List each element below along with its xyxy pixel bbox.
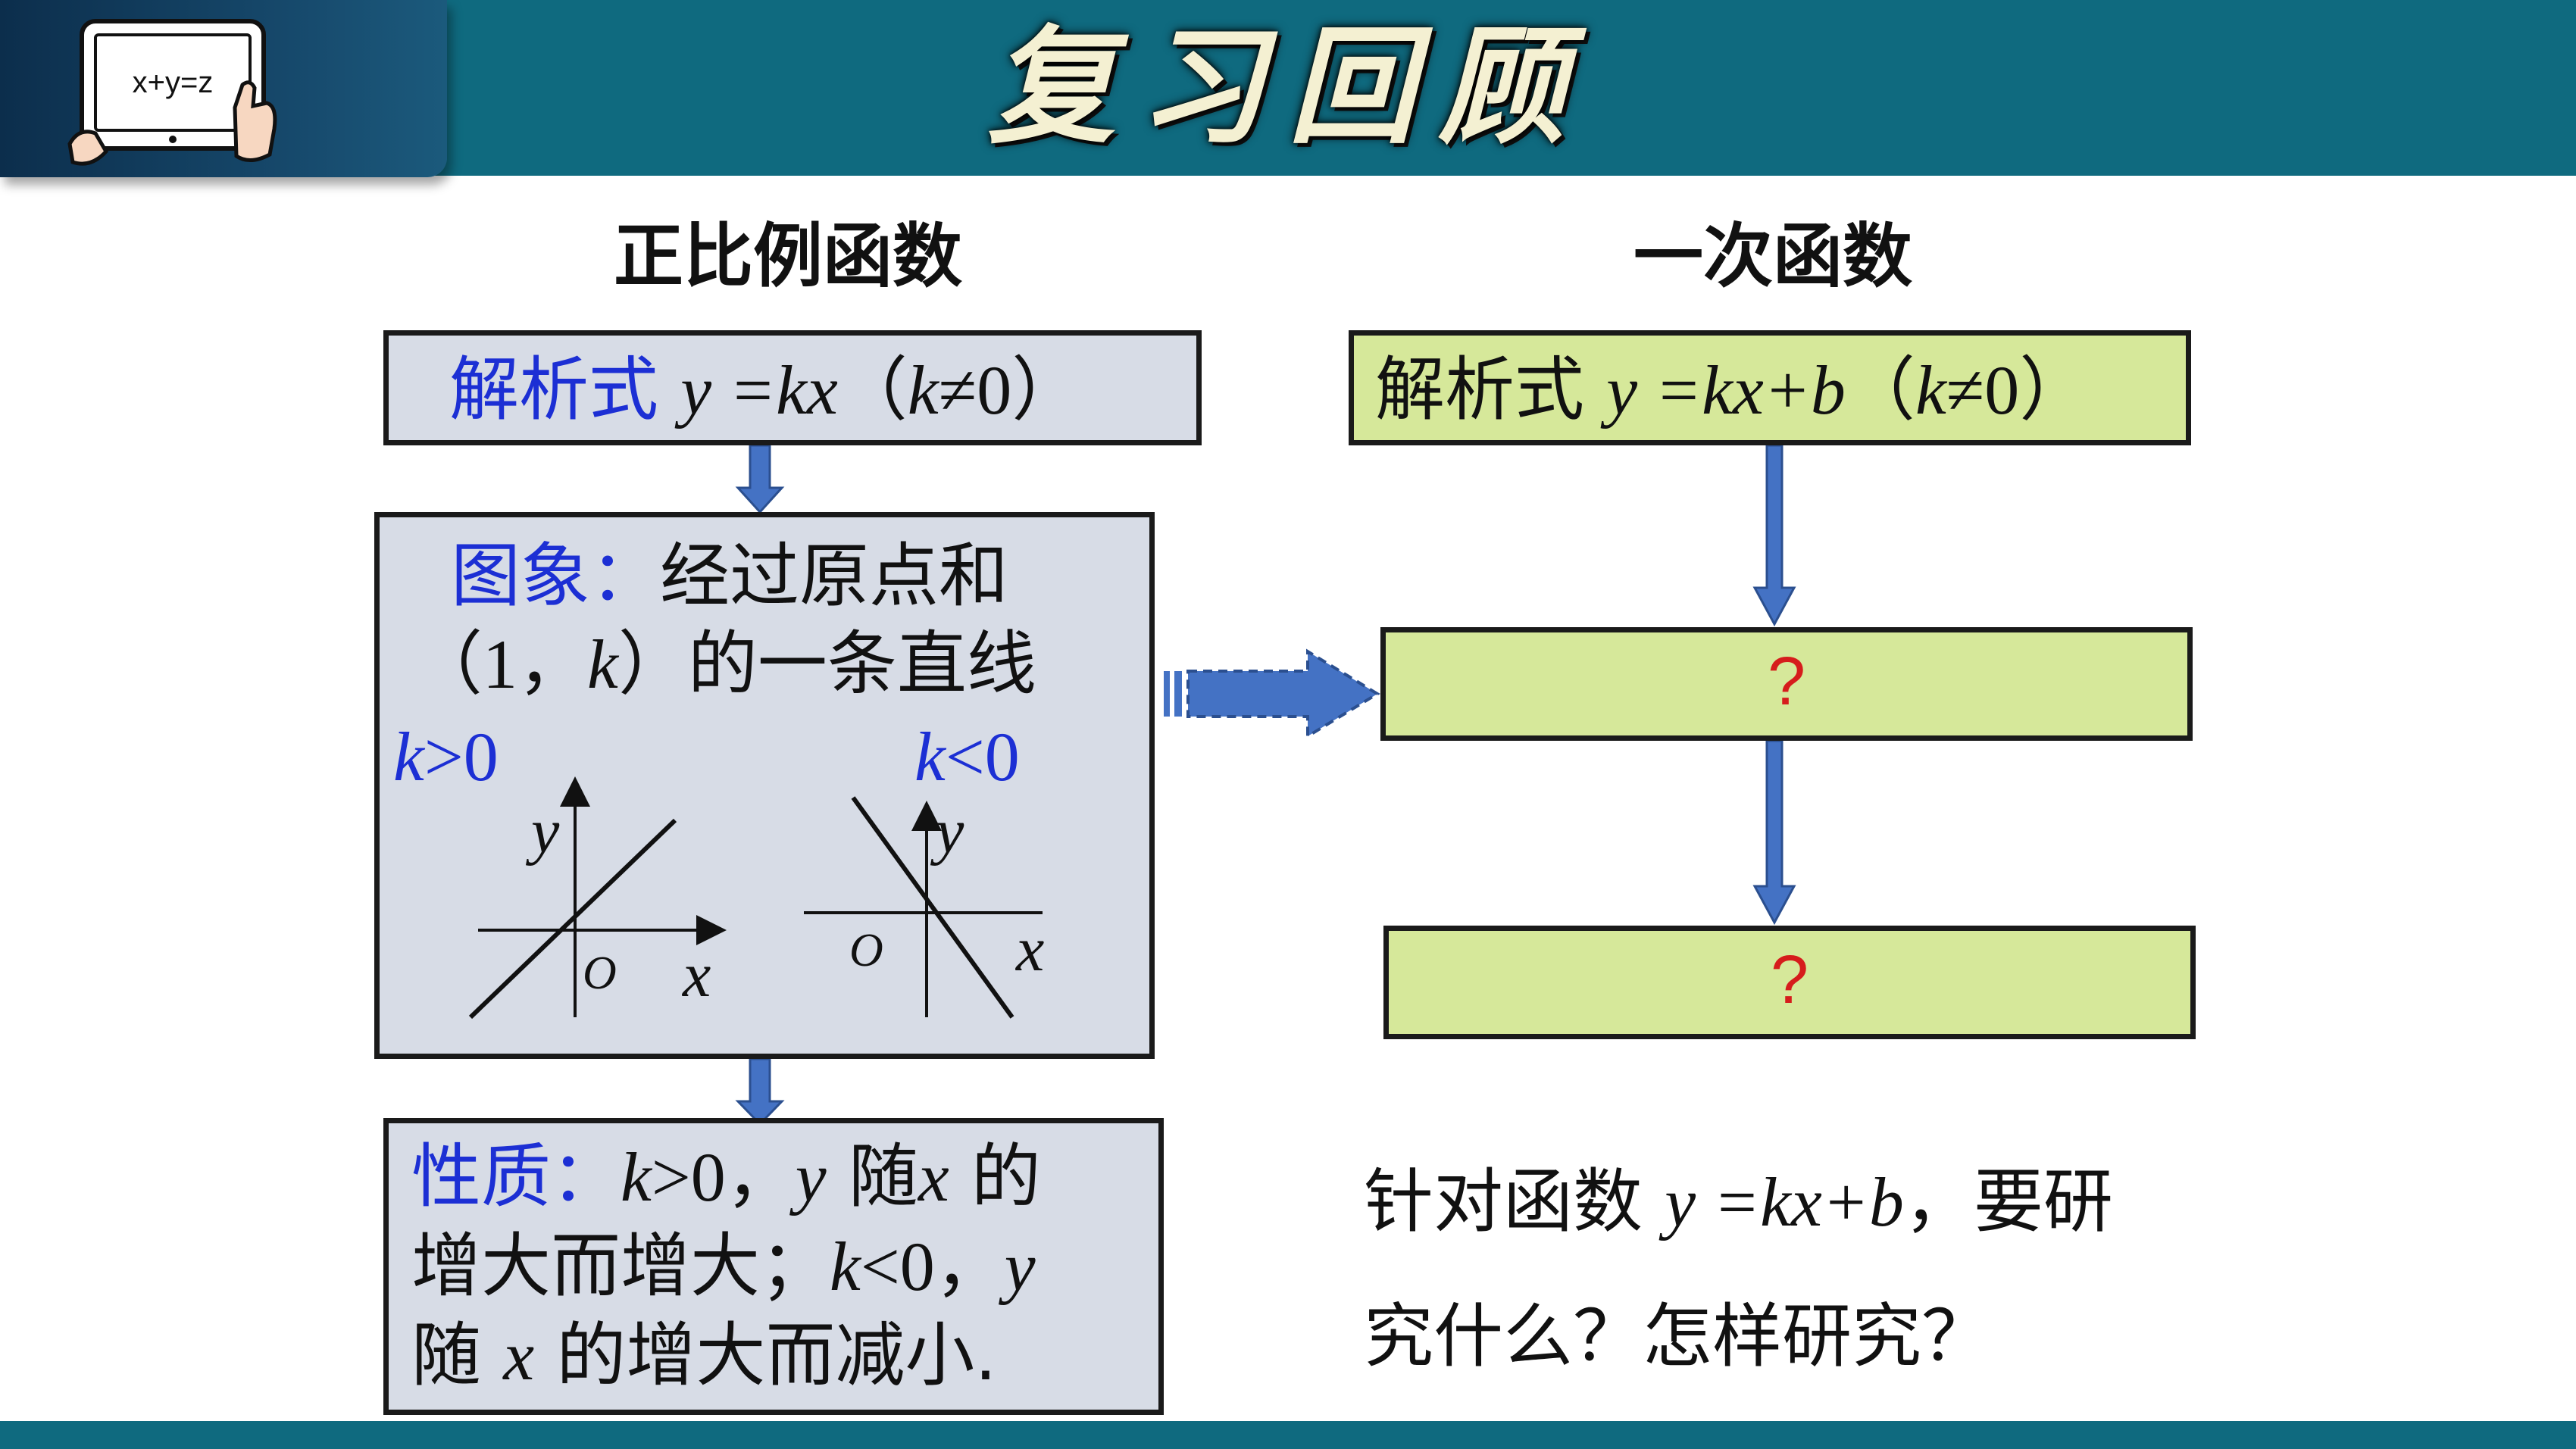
left-formula-cond-k: k [907, 351, 939, 429]
left-heading: 正比例函数 [613, 216, 962, 297]
image-line1-rest: 经过原点和 [660, 536, 1009, 617]
question-math: y =kx+b [1665, 1163, 1904, 1241]
down-arrow-right-2 [1752, 741, 1796, 926]
case-neg-rel: <0 [945, 718, 1020, 795]
left-formula-box: 解析式 y =kx（k≠0） [383, 330, 1202, 445]
property-l3-a: 随 [411, 1315, 504, 1396]
down-arrow-left-2 [735, 1059, 785, 1126]
property-l1-x: x [918, 1138, 949, 1216]
property-l3-b: 的增大而减小. [534, 1315, 997, 1396]
image-line-1: 图象：经过原点和 [451, 531, 1008, 622]
case-negative-label: k<0 [914, 711, 1020, 802]
right-formula-label: 解析式 [1375, 349, 1585, 430]
left-property-box: 性质：k>0，y 随x 的 增大而增大；k<0，y 随 x 的增大而减小. [383, 1118, 1164, 1415]
case-neg-k: k [914, 718, 946, 795]
property-l2-b: <0， [860, 1228, 1005, 1305]
graph2-line [851, 796, 1014, 1019]
image-label: 图象： [451, 536, 661, 617]
footer-bar [0, 1421, 2576, 1449]
property-l1-c: 的 [949, 1136, 1041, 1217]
property-l1-k: k [621, 1138, 652, 1216]
right-image-question: ? [1767, 644, 1806, 720]
left-formula-cond-rest: ≠0） [938, 351, 1082, 429]
left-formula-math: y =kx [680, 351, 838, 429]
right-heading: 一次函数 [1633, 216, 1912, 297]
property-l3-x: x [503, 1317, 535, 1394]
graph-k-positive: y O x [468, 776, 727, 1020]
graph1-o-label: O [583, 948, 617, 999]
graph1-line [468, 818, 677, 1020]
image-line-2: （1，k）的一条直线 [413, 619, 1036, 710]
property-l1-b: 随 [826, 1136, 918, 1217]
down-arrow-left-1 [735, 445, 785, 514]
right-formula-cond-rest: ≠0） [1946, 351, 2090, 429]
question-b: ，要研 [1903, 1161, 2113, 1242]
right-formula-math: y =kx+b [1606, 351, 1846, 429]
graph2-y-label: y [930, 796, 964, 867]
left-formula-cond-open: （ [837, 349, 908, 430]
tablet-icon: x+y=z [67, 19, 277, 166]
property-line-1: 性质：k>0，y 随x 的 [411, 1132, 1158, 1222]
image-line2-open: （1， [413, 626, 588, 703]
property-label: 性质： [411, 1136, 621, 1217]
left-formula-line: 解析式 y =kx（k≠0） [449, 345, 1196, 436]
page-title: 复习回顾 [988, 11, 1588, 161]
graph1-y-label: y [525, 796, 560, 867]
question-line-2: 究什么？怎样研究？ [1364, 1296, 1992, 1377]
graph2-o-label: O [849, 925, 883, 976]
question-a: 针对函数 [1364, 1161, 1665, 1242]
left-image-box: 图象：经过原点和 （1，k）的一条直线 k>0 k<0 y O x y [374, 512, 1155, 1059]
right-image-box: ? [1380, 627, 2193, 741]
property-l1-y: y [795, 1138, 827, 1216]
graph-k-negative: y O x [804, 796, 1044, 1019]
logo-panel: x+y=z [0, 0, 447, 177]
property-l2-k: k [830, 1228, 861, 1305]
case-pos-k: k [393, 718, 424, 795]
left-formula-label: 解析式 [449, 349, 659, 430]
case-positive-label: k>0 [393, 711, 499, 802]
right-formula-cond-k: k [1915, 351, 1946, 429]
right-formula-box: 解析式 y =kx+b（k≠0） [1349, 330, 2191, 445]
right-formula-cond-open: （ [1845, 349, 1915, 430]
image-line2-rest: ）的一条直线 [617, 623, 1036, 704]
property-l2-y: y [1004, 1228, 1036, 1305]
right-property-question: ? [1770, 942, 1809, 1018]
question-line-1: 针对函数 y =kx+b，要研 [1364, 1156, 2113, 1248]
graph1-x-label: x [681, 940, 711, 1010]
property-line-2: 增大而增大；k<0，y [411, 1222, 1158, 1311]
down-arrow-right-1 [1752, 445, 1796, 627]
right-property-box: ? [1383, 926, 2196, 1039]
case-pos-rel: >0 [424, 718, 499, 795]
image-line2-k: k [587, 626, 618, 703]
property-l2-a: 增大而增大； [411, 1226, 830, 1307]
graph2-x-label: x [1014, 914, 1044, 985]
property-l1-a: >0， [651, 1138, 796, 1216]
property-line-3: 随 x 的增大而减小. [411, 1311, 1158, 1401]
right-formula-line: 解析式 y =kx+b（k≠0） [1375, 345, 2186, 436]
right-arrow-dashed [1164, 648, 1380, 739]
logo-text: x+y=z [133, 66, 214, 99]
